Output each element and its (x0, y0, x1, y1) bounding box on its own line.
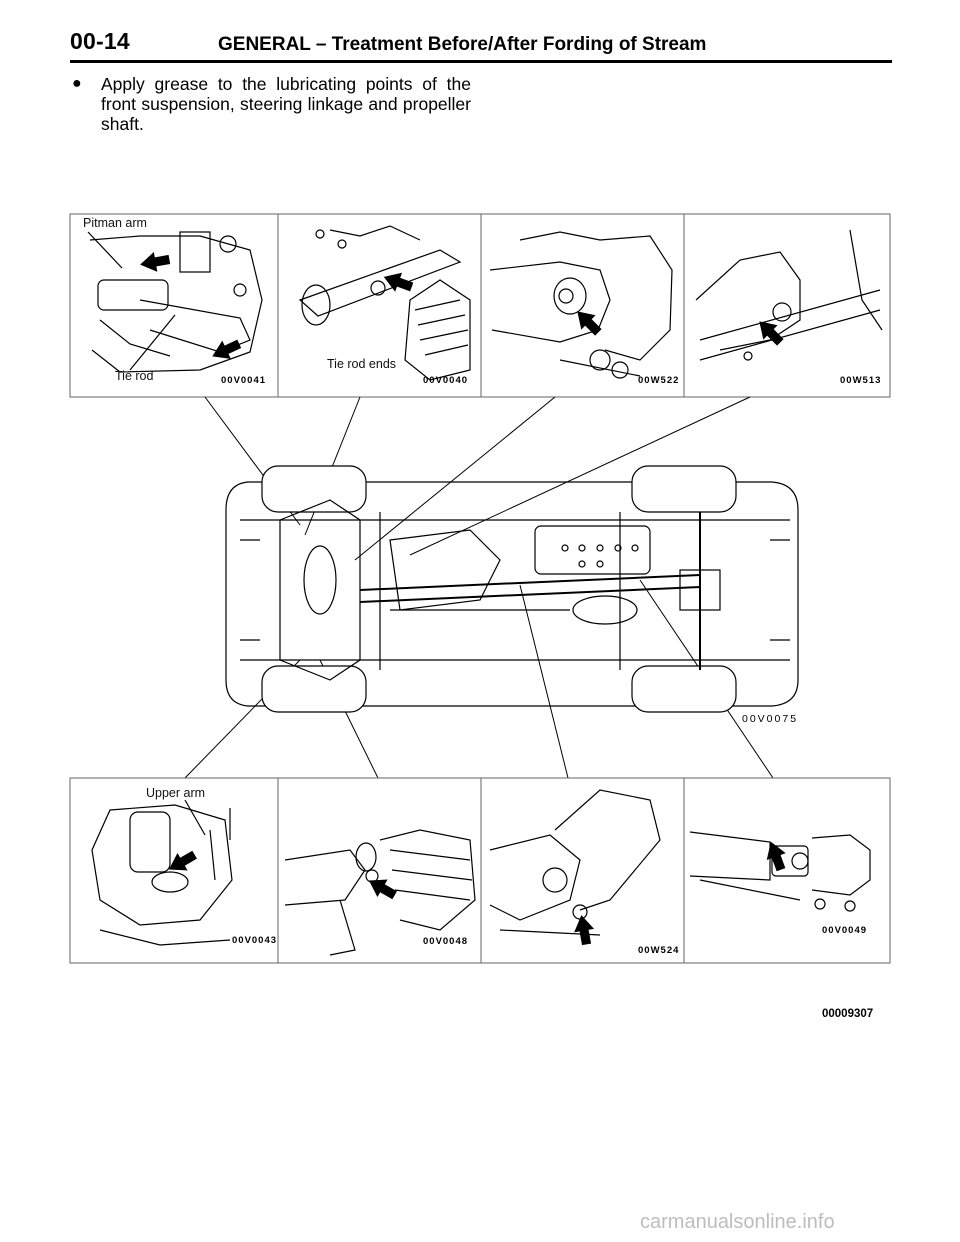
panel-code-bottom-1: 00V0043 (232, 935, 277, 946)
panel-code-top-3: 00W522 (638, 375, 679, 386)
top-photo-row: Pitman arm Tie rod 00V0041 Tie rod ends … (69, 213, 891, 398)
panel-upper-arm (91, 799, 233, 946)
label-tie-rod-ends: Tie rod ends (327, 357, 396, 371)
section-title: GENERAL – Treatment Before/After Fording… (218, 34, 707, 55)
panel-code-top-2: 00V0040 (423, 375, 468, 386)
panel-code-center: 00V0075 (742, 713, 798, 725)
panel-tie-rod-ends (298, 225, 471, 381)
watermark-text: carmanualsonline.info (640, 1211, 835, 1233)
page-number: 00-14 (70, 28, 130, 54)
header-rule (70, 60, 892, 63)
panel-code-bottom-3: 00W524 (638, 945, 679, 956)
panel-code-bottom-2: 00V0048 (423, 936, 468, 947)
panel-transfer-output (695, 229, 883, 361)
panel-code-bottom-4: 00V0049 (822, 925, 867, 936)
panel-propeller-joint-front (489, 231, 673, 379)
panel-universal-joint (689, 831, 871, 912)
page-header: 00-14 GENERAL – Treatment Before/After F… (70, 28, 892, 64)
panel-propeller-joint-rear (489, 789, 661, 946)
instruction-text: Apply grease to the lubricating points o… (101, 74, 471, 134)
label-pitman-arm: Pitman arm (83, 216, 147, 230)
vehicle-underbody-diagram (225, 465, 799, 713)
bullet-icon: ● (72, 75, 82, 92)
panel-pitman-arm (87, 231, 263, 373)
label-tie-rod: Tie rod (115, 369, 153, 383)
panel-code-top-1: 00V0041 (221, 375, 266, 386)
figure-id: 00009307 (822, 1008, 873, 1020)
panel-code-top-4: 00W513 (840, 375, 881, 386)
label-upper-arm: Upper arm (146, 786, 205, 800)
panel-lower-arm (284, 829, 476, 956)
bottom-photo-row: Upper arm 00V0043 00V0048 00W524 (69, 777, 891, 964)
